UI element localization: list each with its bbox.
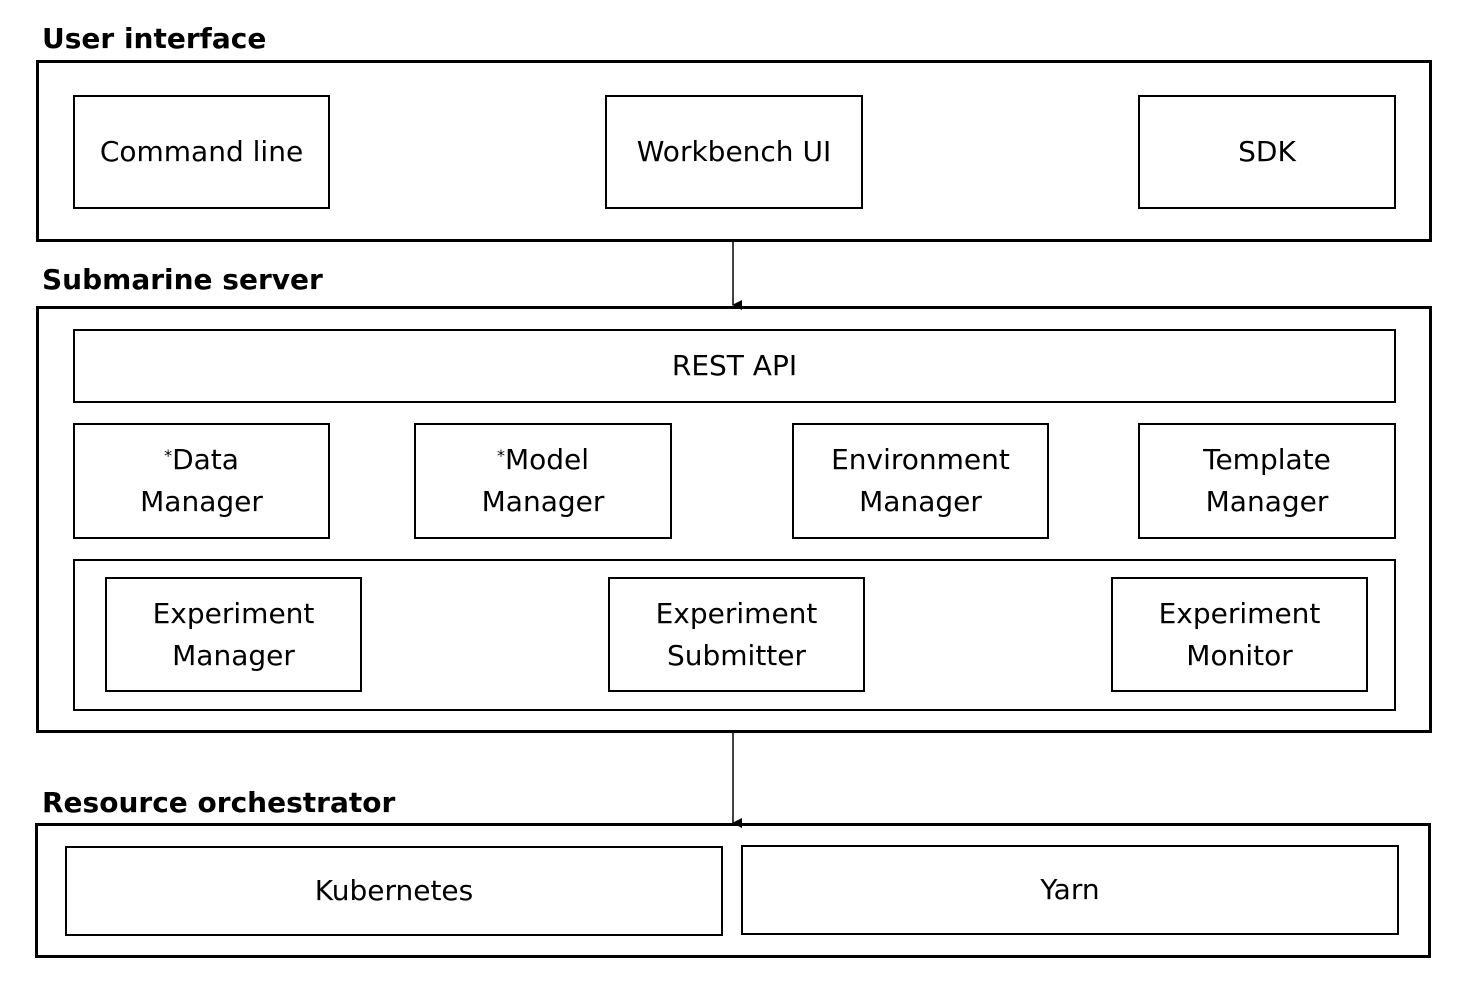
model-manager-box: *Model Manager [414,423,672,539]
experiment-manager-box: Experiment Manager [105,577,362,692]
model-manager-line2: Manager [481,485,605,518]
experiment-submitter-box: Experiment Submitter [608,577,865,692]
workbench-ui-box: Workbench UI [605,95,863,209]
environment-manager-line1: Environment [831,443,1010,476]
experiment-submitter-line1: Experiment [655,596,818,630]
data-manager-line2: Manager [140,485,263,518]
asterisk-marker: * [496,446,505,465]
command-line-label: Command line [99,135,304,168]
experiment-monitor-line1: Experiment [1158,596,1321,630]
experiment-manager-line2: Manager [172,638,295,672]
yarn-label: Yarn [1040,873,1100,906]
environment-manager-line2: Manager [859,485,982,518]
section-label-submarine-server: Submarine server [42,263,323,296]
model-manager-line1: Model [504,443,590,476]
rest-api-label: REST API [671,349,798,382]
user-interface-container [36,60,1432,242]
kubernetes-box: Kubernetes [65,846,723,936]
experiment-monitor-box: Experiment Monitor [1111,577,1368,692]
experiment-group-container [73,559,1396,711]
data-manager-line1: Data [172,443,239,476]
environment-manager-box: Environment Manager [792,423,1049,539]
kubernetes-label: Kubernetes [314,874,474,907]
workbench-ui-label: Workbench UI [636,135,832,168]
asterisk-marker: * [164,446,173,465]
sdk-label: SDK [1238,135,1296,168]
section-label-user-interface: User interface [42,22,267,55]
yarn-box: Yarn [741,845,1399,935]
command-line-box: Command line [73,95,330,209]
experiment-submitter-line2: Submitter [666,638,807,672]
section-label-resource-orchestrator: Resource orchestrator [42,786,396,819]
template-manager-line2: Manager [1205,485,1329,518]
experiment-manager-line1: Experiment [152,596,315,630]
data-manager-box: *Data Manager [73,423,330,539]
experiment-monitor-line2: Monitor [1186,638,1293,672]
template-manager-line1: Template [1203,443,1331,476]
rest-api-box: REST API [73,329,1396,403]
template-manager-box: Template Manager [1138,423,1396,539]
sdk-box: SDK [1138,95,1396,209]
